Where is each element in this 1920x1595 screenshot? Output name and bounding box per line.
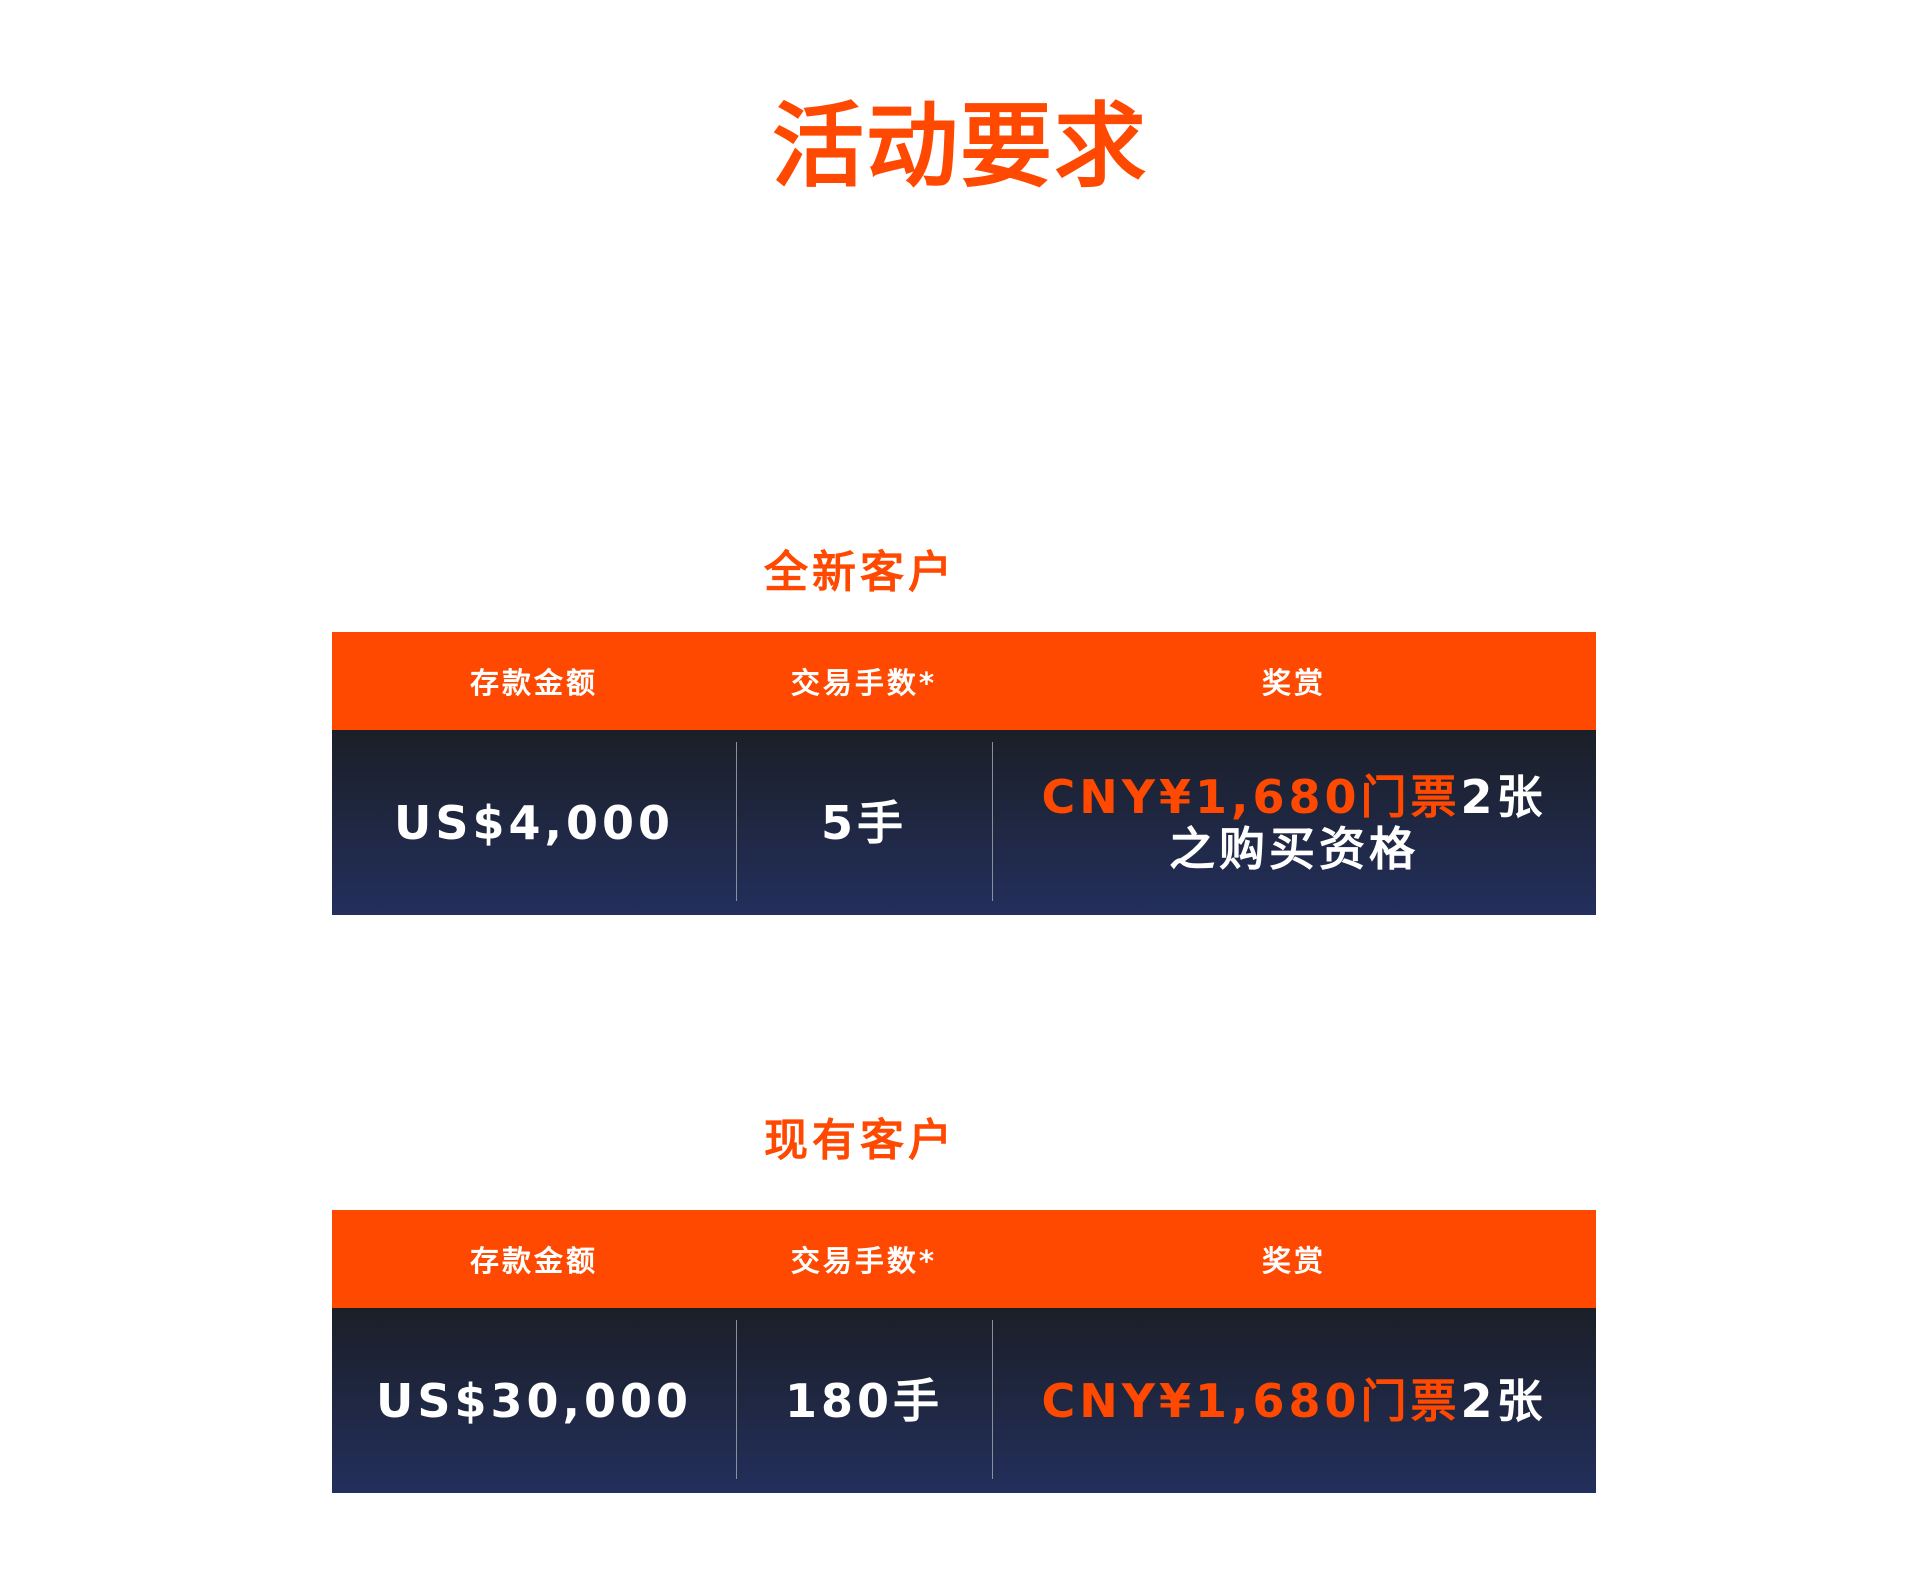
table-header: 存款金额 交易手数* 奖赏 — [332, 1210, 1596, 1308]
table-header: 存款金额 交易手数* 奖赏 — [332, 632, 1596, 730]
header-reward: 奖赏 — [1261, 1244, 1326, 1278]
section-heading-new-customers: 全新客户 — [764, 547, 956, 598]
table-row: US$4,000 5手 CNY¥1,680门票2张 之购买资格 — [332, 730, 1596, 915]
existing-customers-table: 存款金额 交易手数* 奖赏 US$30,000 180手 CNY¥1,680门票… — [332, 1210, 1596, 1493]
section-heading-existing-customers: 现有客户 — [764, 1115, 956, 1166]
header-deposit: 存款金额 — [469, 666, 598, 700]
deposit-value: US$4,000 — [394, 795, 674, 850]
reward-highlight: CNY¥1,680门票 — [1041, 769, 1461, 824]
header-deposit: 存款金额 — [469, 1244, 598, 1278]
reward-value: CNY¥1,680门票2张 — [992, 1308, 1596, 1493]
table-row: US$30,000 180手 CNY¥1,680门票2张 — [332, 1308, 1596, 1493]
lots-value: 180手 — [784, 1373, 944, 1428]
deposit-value: US$30,000 — [376, 1373, 692, 1428]
page-title: 活动要求 — [771, 93, 1148, 200]
reward-suffix: 2张 — [1460, 769, 1547, 824]
header-lots: 交易手数* — [790, 666, 938, 700]
new-customers-table: 存款金额 交易手数* 奖赏 US$4,000 5手 CNY¥1,680门票2张 … — [332, 632, 1596, 915]
column-divider — [992, 742, 993, 901]
lots-value: 5手 — [820, 795, 907, 850]
column-divider — [736, 742, 737, 901]
reward-suffix: 2张 — [1460, 1373, 1547, 1428]
reward-highlight: CNY¥1,680门票 — [1041, 1373, 1461, 1428]
column-divider — [736, 1320, 737, 1479]
column-divider — [992, 1320, 993, 1479]
reward-value: CNY¥1,680门票2张 之购买资格 — [992, 730, 1596, 915]
reward-line-1: CNY¥1,680门票2张 — [1041, 771, 1546, 823]
reward-line-2: 之购买资格 — [1169, 821, 1419, 876]
header-lots: 交易手数* — [790, 1244, 938, 1278]
header-reward: 奖赏 — [1261, 666, 1326, 700]
reward-line-1: CNY¥1,680门票2张 — [1041, 1375, 1546, 1427]
